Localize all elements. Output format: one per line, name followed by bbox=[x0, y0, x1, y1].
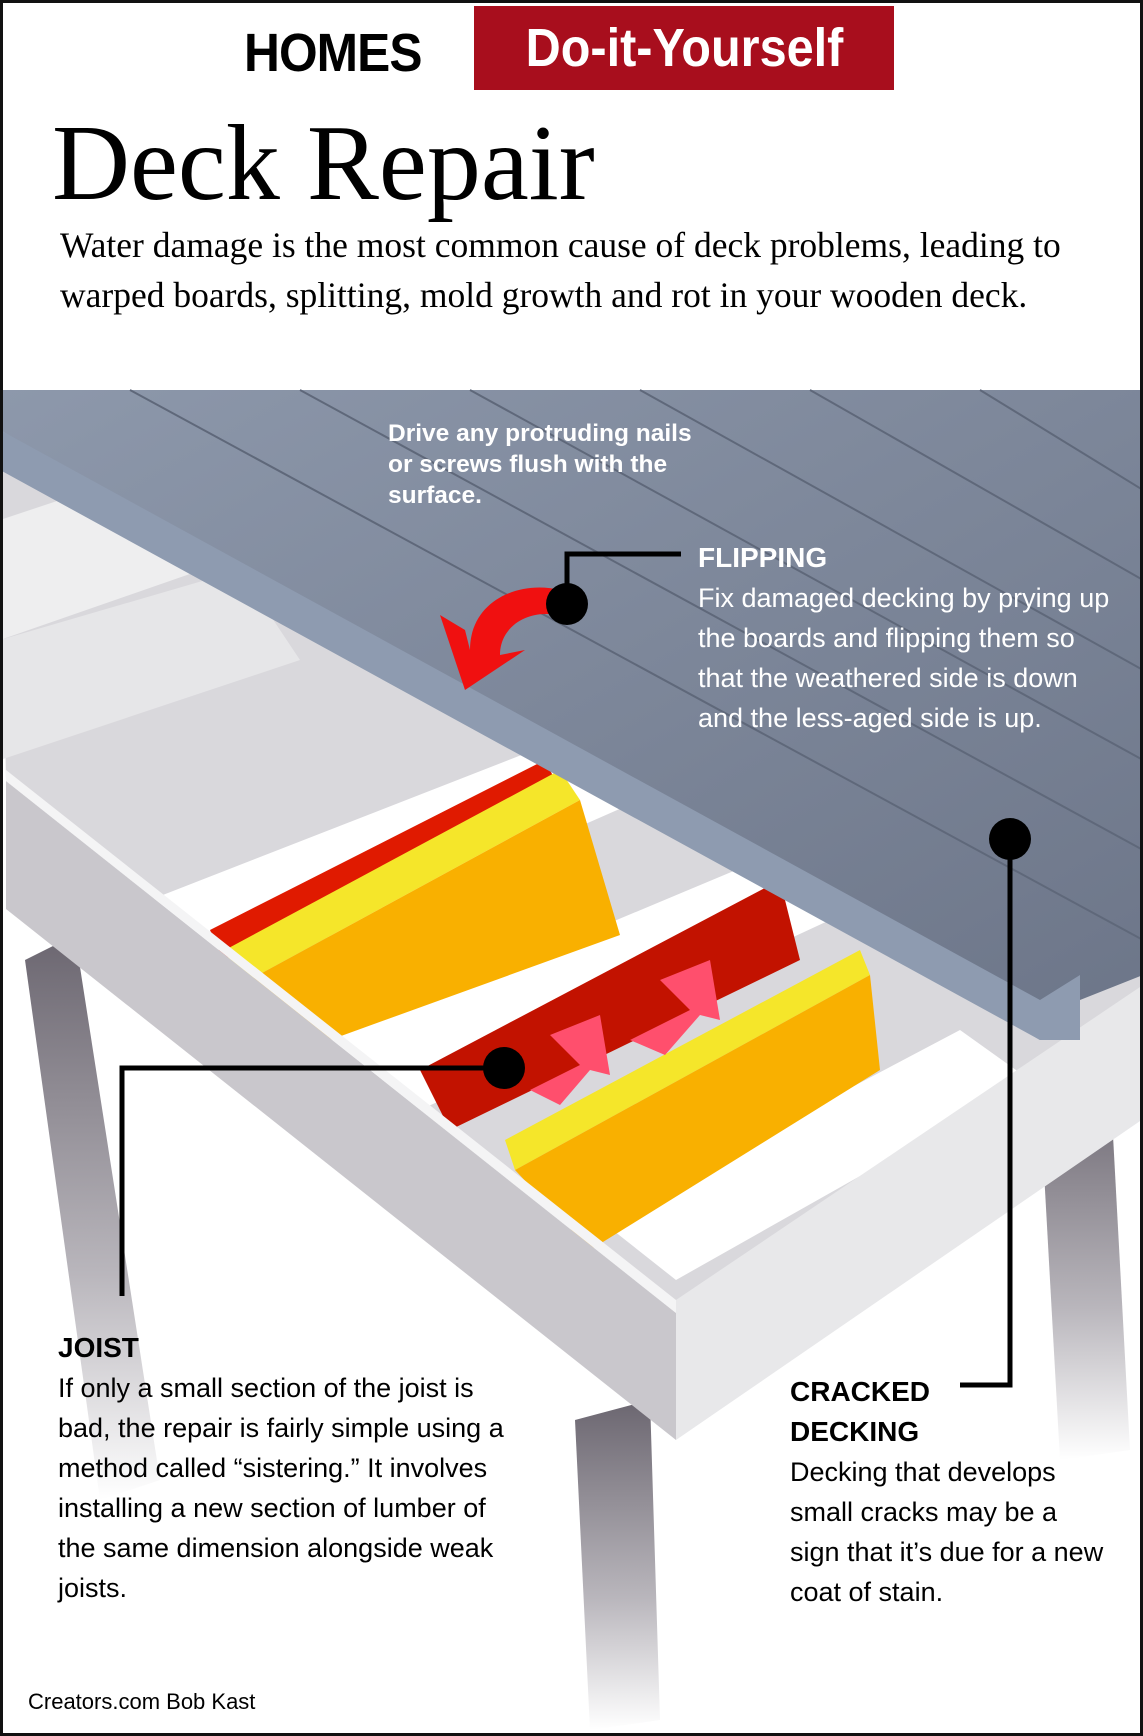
callout-flipping: FLIPPING Fix damaged decking by prying u… bbox=[698, 538, 1118, 738]
callout-body: Fix damaged decking by prying up the boa… bbox=[698, 578, 1118, 738]
callout-joist: JOIST If only a small section of the joi… bbox=[58, 1328, 518, 1608]
callout-body: If only a small section of the joist is … bbox=[58, 1368, 518, 1608]
callout-heading: CRACKED bbox=[790, 1372, 1110, 1412]
tag-label: Do-it-Yourself bbox=[525, 6, 843, 90]
page-title: Deck Repair bbox=[52, 110, 595, 218]
callout-heading: JOIST bbox=[58, 1328, 518, 1368]
callout-drive: Drive any protruding nails or screws flu… bbox=[388, 418, 708, 511]
callout-cracked-decking: CRACKED DECKING Decking that develops sm… bbox=[790, 1372, 1110, 1612]
callout-heading: FLIPPING bbox=[698, 538, 1118, 578]
callout-body: Decking that develops small cracks may b… bbox=[790, 1452, 1110, 1612]
section-label: HOMES bbox=[244, 22, 422, 84]
credit: Creators.com Bob Kast bbox=[28, 1689, 255, 1715]
tag-badge: Do-it-Yourself bbox=[474, 6, 894, 90]
callout-heading: DECKING bbox=[790, 1412, 1110, 1452]
intro-text: Water damage is the most common cause of… bbox=[60, 220, 1120, 320]
